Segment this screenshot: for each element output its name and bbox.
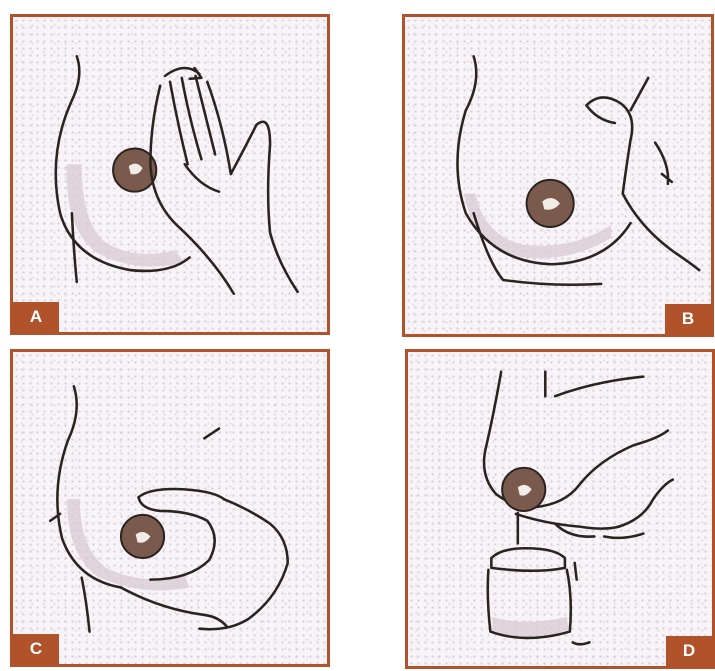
panel-a: A [10,14,330,335]
illustration-d [408,352,712,666]
illustration-a [13,17,327,332]
label-d: D [666,636,712,666]
illustration-c [13,352,327,664]
panel-b: B [402,14,714,337]
illustration-b [405,17,711,334]
label-a: A [13,302,59,332]
label-c: C [13,634,59,664]
panel-d: D [405,349,715,669]
label-b: B [665,304,711,334]
panel-c: C [10,349,330,667]
